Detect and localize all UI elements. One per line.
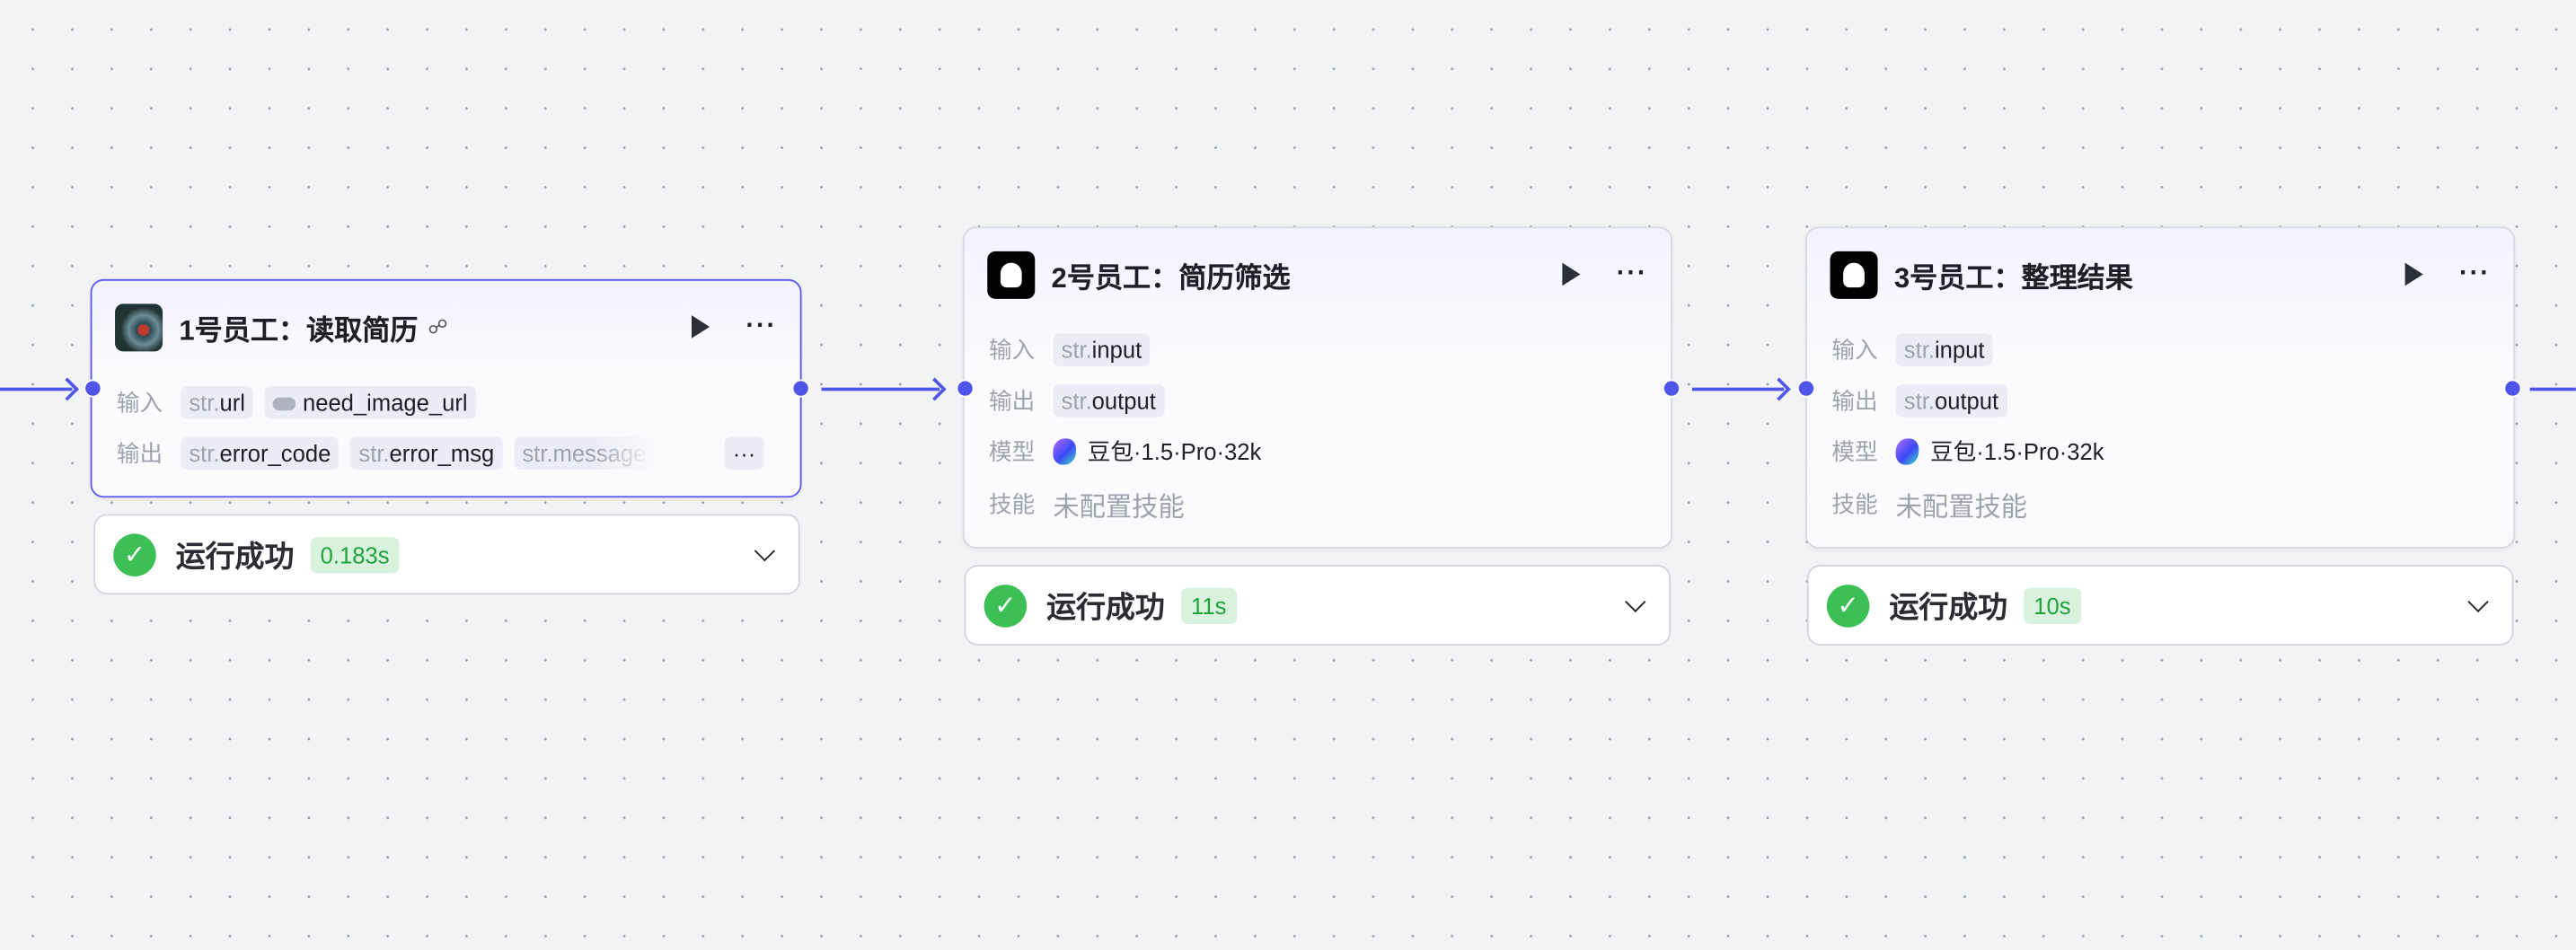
edge-in (0, 387, 73, 391)
more-icon[interactable]: ··· (745, 312, 778, 340)
input-port[interactable] (84, 379, 102, 398)
param-tag: str.error_msg (350, 436, 503, 471)
chevron-down-icon[interactable] (1625, 590, 1646, 612)
node-1[interactable]: 1号员工：读取简历 ☍ ··· 输入 str.url need_image_ur… (90, 278, 802, 498)
arrow-icon (56, 377, 79, 401)
status-text: 运行成功 (175, 539, 295, 573)
output-port[interactable] (791, 379, 810, 398)
input-port[interactable] (956, 379, 975, 398)
status-text: 运行成功 (1046, 590, 1165, 624)
more-icon[interactable]: ··· (1616, 259, 1648, 288)
input-label: 输入 (989, 336, 1036, 364)
more-outputs-button[interactable]: ··· (724, 436, 764, 471)
play-icon[interactable] (2404, 262, 2423, 286)
run-time-badge: 0.183s (310, 536, 400, 573)
edge-2-3 (1691, 387, 1785, 391)
output-label: 输出 (989, 387, 1036, 414)
run-status[interactable]: ✓ 运行成功 0.183s (93, 514, 800, 595)
ghost-agent-icon (987, 250, 1036, 298)
run-status[interactable]: ✓ 运行成功 11s (964, 565, 1672, 646)
output-label: 输出 (1831, 387, 1878, 414)
param-tag: str.error_code (181, 436, 340, 471)
model-name: 豆包·1.5·Pro·32k (1930, 438, 2104, 465)
skill-value: 未配置技能 (1053, 494, 1185, 523)
node-title: 2号员工：简历筛选 (1051, 261, 1291, 294)
chevron-down-icon[interactable] (2467, 590, 2489, 612)
model-label: 模型 (1831, 438, 1878, 465)
input-port[interactable] (1796, 379, 1816, 398)
skill-label: 技能 (989, 490, 1036, 518)
check-circle-icon: ✓ (984, 584, 1028, 627)
toggle-icon (273, 398, 296, 411)
doubao-model-icon (1053, 438, 1076, 465)
node-title: 3号员工：整理结果 (1893, 261, 2133, 294)
param-tag: str.url (181, 385, 254, 419)
run-time-badge: 10s (2024, 586, 2081, 624)
node-title: 1号员工：读取简历 (179, 314, 419, 347)
skill-label: 技能 (1831, 490, 1878, 518)
param-tag: str.message (514, 436, 655, 471)
check-circle-icon: ✓ (1826, 584, 1870, 627)
output-port[interactable] (2503, 379, 2522, 398)
run-status[interactable]: ✓ 运行成功 10s (1806, 565, 2514, 646)
plugin-icon: ☍ (428, 315, 448, 339)
edge-out (2529, 387, 2576, 391)
node-2[interactable]: 2号员工：简历筛选 ··· 输入 str.input 输出 str.output 模… (962, 226, 1672, 549)
model-name: 豆包·1.5·Pro·32k (1087, 438, 1262, 465)
output-label: 输出 (116, 440, 163, 467)
skill-value: 未配置技能 (1895, 494, 2028, 523)
arrow-icon (922, 377, 947, 401)
play-icon[interactable] (1562, 262, 1581, 286)
input-label: 输入 (1831, 336, 1878, 364)
param-tag: str.input (1895, 333, 1993, 366)
param-tag: str.output (1895, 383, 2007, 418)
chevron-down-icon[interactable] (754, 540, 776, 561)
play-icon[interactable] (692, 315, 710, 339)
more-icon[interactable]: ··· (2459, 259, 2491, 288)
output-port[interactable] (1662, 379, 1681, 398)
edge-1-2 (821, 387, 940, 391)
check-circle-icon: ✓ (113, 532, 156, 576)
node-3[interactable]: 3号员工：整理结果 ··· 输入 str.input 输出 str.output 模… (1805, 226, 2516, 549)
ghost-agent-icon (1830, 250, 1878, 298)
arrow-icon (1767, 377, 1791, 401)
robot-avatar-icon (115, 303, 163, 351)
doubao-model-icon (1895, 438, 1919, 465)
run-time-badge: 11s (1181, 586, 1237, 624)
model-label: 模型 (989, 438, 1036, 465)
input-label: 输入 (116, 389, 163, 416)
param-tag: str.input (1053, 333, 1151, 366)
status-text: 运行成功 (1889, 590, 2008, 624)
param-tag: need_image_url (264, 385, 476, 419)
param-tag: str.output (1053, 383, 1165, 418)
